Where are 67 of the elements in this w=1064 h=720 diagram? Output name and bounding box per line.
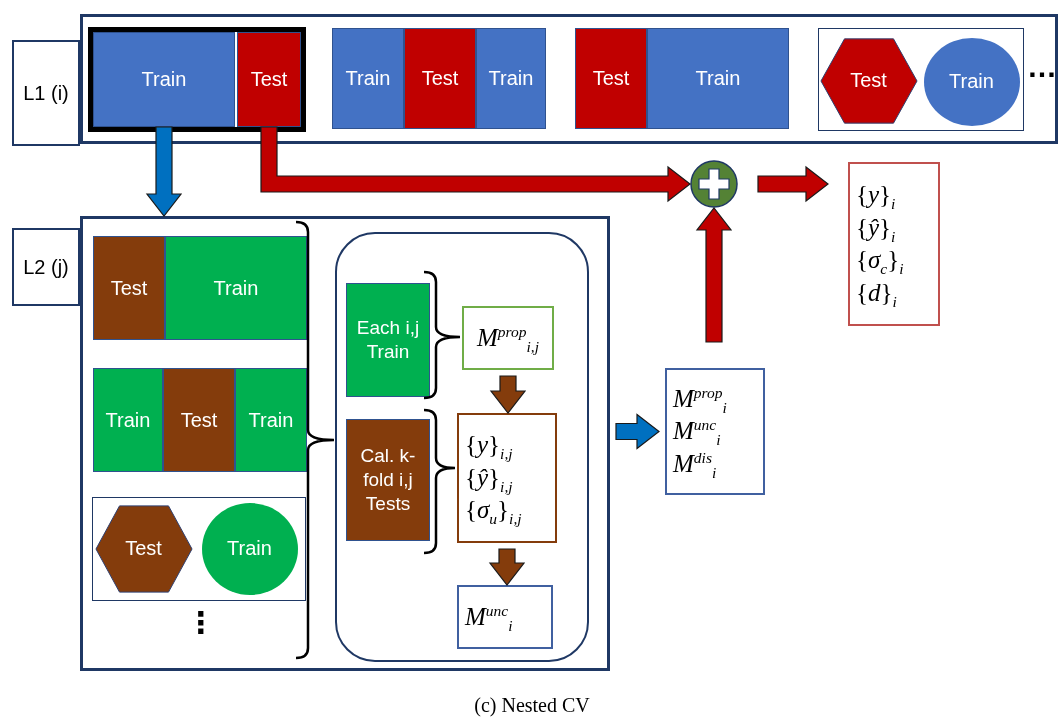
split-label: Train	[227, 536, 272, 561]
split-label: Train	[695, 66, 741, 91]
split-block	[476, 28, 546, 129]
split-block	[93, 32, 235, 127]
split-block	[165, 236, 307, 340]
process-box	[346, 283, 430, 397]
ellipsis: …	[1027, 52, 1057, 82]
split-label: Train	[248, 407, 294, 433]
math-expression: {σ$_{c}$}$_{i}$	[856, 245, 904, 277]
model-box	[462, 306, 554, 370]
hexagon-split	[819, 37, 918, 124]
block-arrow	[260, 126, 691, 203]
split-label: Train	[105, 407, 151, 433]
block-arrow	[615, 413, 660, 450]
split-label: Test	[250, 67, 288, 92]
process-label: Cal. k-fold i,j Tests	[359, 444, 417, 516]
split-block	[163, 368, 235, 472]
selected-fold-frame	[88, 27, 306, 132]
split-label: Test	[592, 66, 630, 91]
level-label: L1 (i)	[23, 80, 69, 106]
model-box	[665, 368, 765, 495]
block-arrow	[757, 165, 829, 203]
math-expression: {ŷ}$_{i,j}$	[465, 462, 513, 495]
result-box	[848, 162, 940, 326]
split-label: Test	[850, 68, 887, 93]
ellipsis: ⋮	[186, 608, 216, 638]
split-frame	[818, 28, 1024, 131]
model-panel	[335, 232, 589, 662]
split-block	[235, 368, 307, 472]
level-box	[12, 228, 80, 306]
hexagon-split	[94, 504, 193, 593]
split-block	[404, 28, 476, 129]
split-label: Test	[125, 536, 162, 561]
split-frame	[92, 497, 306, 601]
split-block	[93, 368, 163, 472]
split-block	[647, 28, 789, 129]
split-block	[575, 28, 647, 129]
level-box	[12, 40, 80, 146]
sum-circle	[690, 160, 738, 208]
figure-caption: (c) Nested CV	[474, 694, 590, 716]
split-label: Train	[141, 67, 187, 92]
result-box	[457, 413, 557, 543]
split-block	[237, 32, 301, 127]
math-expression: {σ$_{u}$}$_{i,j}$	[465, 495, 522, 527]
fold-panel	[80, 14, 1058, 144]
level-label: L2 (j)	[23, 254, 69, 280]
block-arrow	[145, 126, 183, 217]
model-box	[457, 585, 553, 649]
process-box	[346, 419, 430, 541]
block-arrow	[695, 207, 733, 343]
split-label: Test	[421, 66, 459, 91]
math-expression: {y}$_{i}$	[856, 180, 896, 212]
split-label: Test	[180, 407, 218, 433]
block-arrow	[488, 548, 526, 586]
split-block	[93, 236, 165, 340]
split-label: Train	[949, 69, 994, 94]
fold-panel	[80, 216, 610, 671]
math-expression: {ŷ}$_{i}$	[856, 212, 896, 244]
block-arrow	[489, 375, 527, 414]
split-label: Train	[488, 66, 534, 91]
process-label: Each i,j Train	[355, 316, 421, 364]
split-label: Train	[213, 275, 259, 301]
math-expression: {y}$_{i,j}$	[465, 430, 513, 462]
split-label: Train	[345, 66, 391, 91]
split-block	[332, 28, 404, 129]
split-label: Test	[110, 275, 148, 301]
math-expression: {d}$_{i}$	[856, 277, 897, 309]
